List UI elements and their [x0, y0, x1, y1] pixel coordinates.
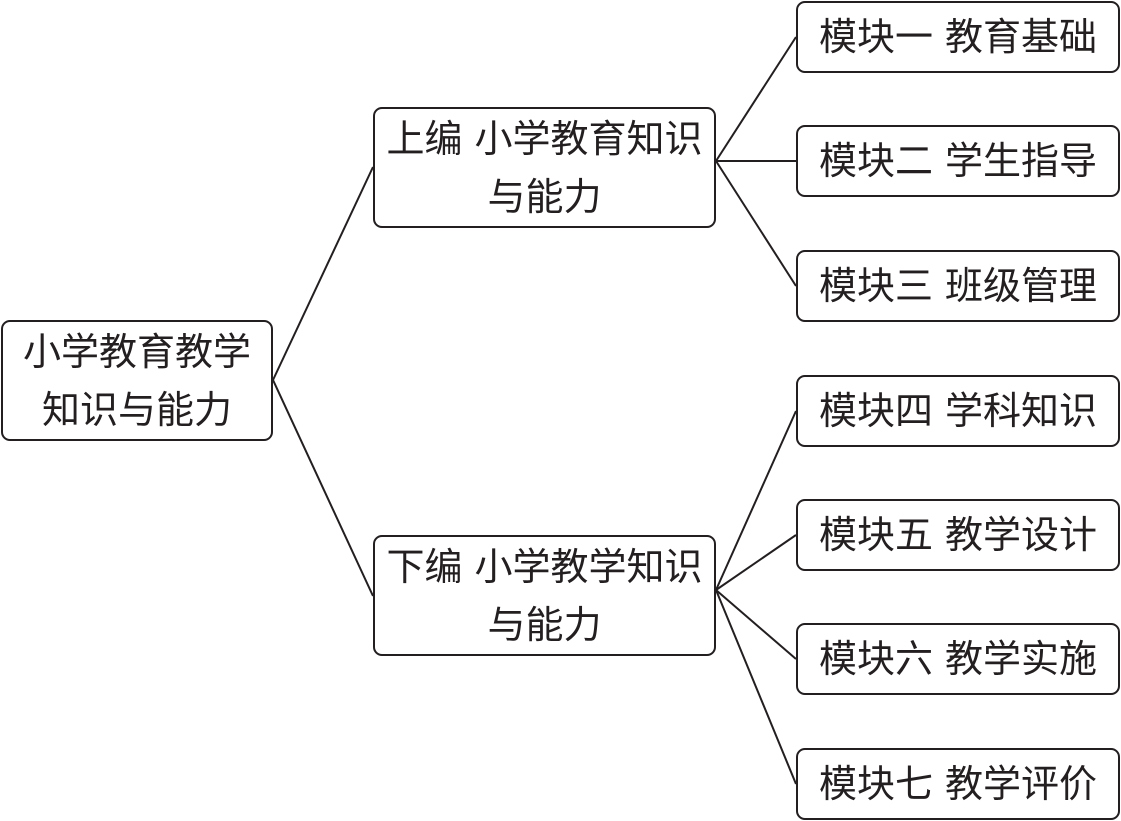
module-node-5: 模块五 教学设计 [796, 499, 1120, 571]
part-node-lower-line-1: 下编 小学教学知识 [386, 544, 703, 589]
module-node-7: 模块七 教学评价 [796, 748, 1120, 820]
connector-part-1-module-3 [715, 160, 797, 287]
connector-part-2-module-6 [715, 589, 797, 660]
module-node-1: 模块一 教育基础 [796, 1, 1120, 73]
part-node-lower-line-2: 与能力 [487, 602, 602, 647]
module-node-4: 模块四 学科知识 [796, 375, 1120, 447]
module-node-6-label: 模块六 教学实施 [818, 637, 1098, 681]
module-node-2-label: 模块二 学生指导 [818, 139, 1098, 183]
module-node-5-label: 模块五 教学设计 [818, 513, 1098, 557]
module-node-7-label: 模块七 教学评价 [818, 762, 1098, 806]
connector-part-2-module-4 [715, 410, 797, 591]
part-node-lower: 下编 小学教学知识 与能力 [373, 535, 716, 656]
connector-part-2-module-7 [715, 589, 797, 785]
part-node-upper-line-1: 上编 小学教育知识 [386, 116, 703, 161]
module-node-2: 模块二 学生指导 [796, 125, 1120, 197]
root-node-line-2: 知识与能力 [41, 387, 232, 432]
part-node-upper: 上编 小学教育知识 与能力 [373, 107, 716, 228]
connector-root-part-1 [272, 166, 374, 381]
module-node-6: 模块六 教学实施 [796, 623, 1120, 695]
connector-part-2-module-5 [715, 534, 797, 591]
part-node-upper-line-2: 与能力 [487, 174, 602, 219]
module-node-3-label: 模块三 班级管理 [818, 264, 1098, 308]
connector-part-1-module-1 [715, 36, 797, 162]
module-node-3: 模块三 班级管理 [796, 250, 1120, 322]
connector-root-part-2 [272, 379, 374, 597]
module-node-4-label: 模块四 学科知识 [818, 389, 1098, 433]
module-node-1-label: 模块一 教育基础 [818, 15, 1098, 59]
root-node: 小学教育教学 知识与能力 [1, 320, 273, 441]
root-node-line-1: 小学教育教学 [22, 329, 251, 374]
